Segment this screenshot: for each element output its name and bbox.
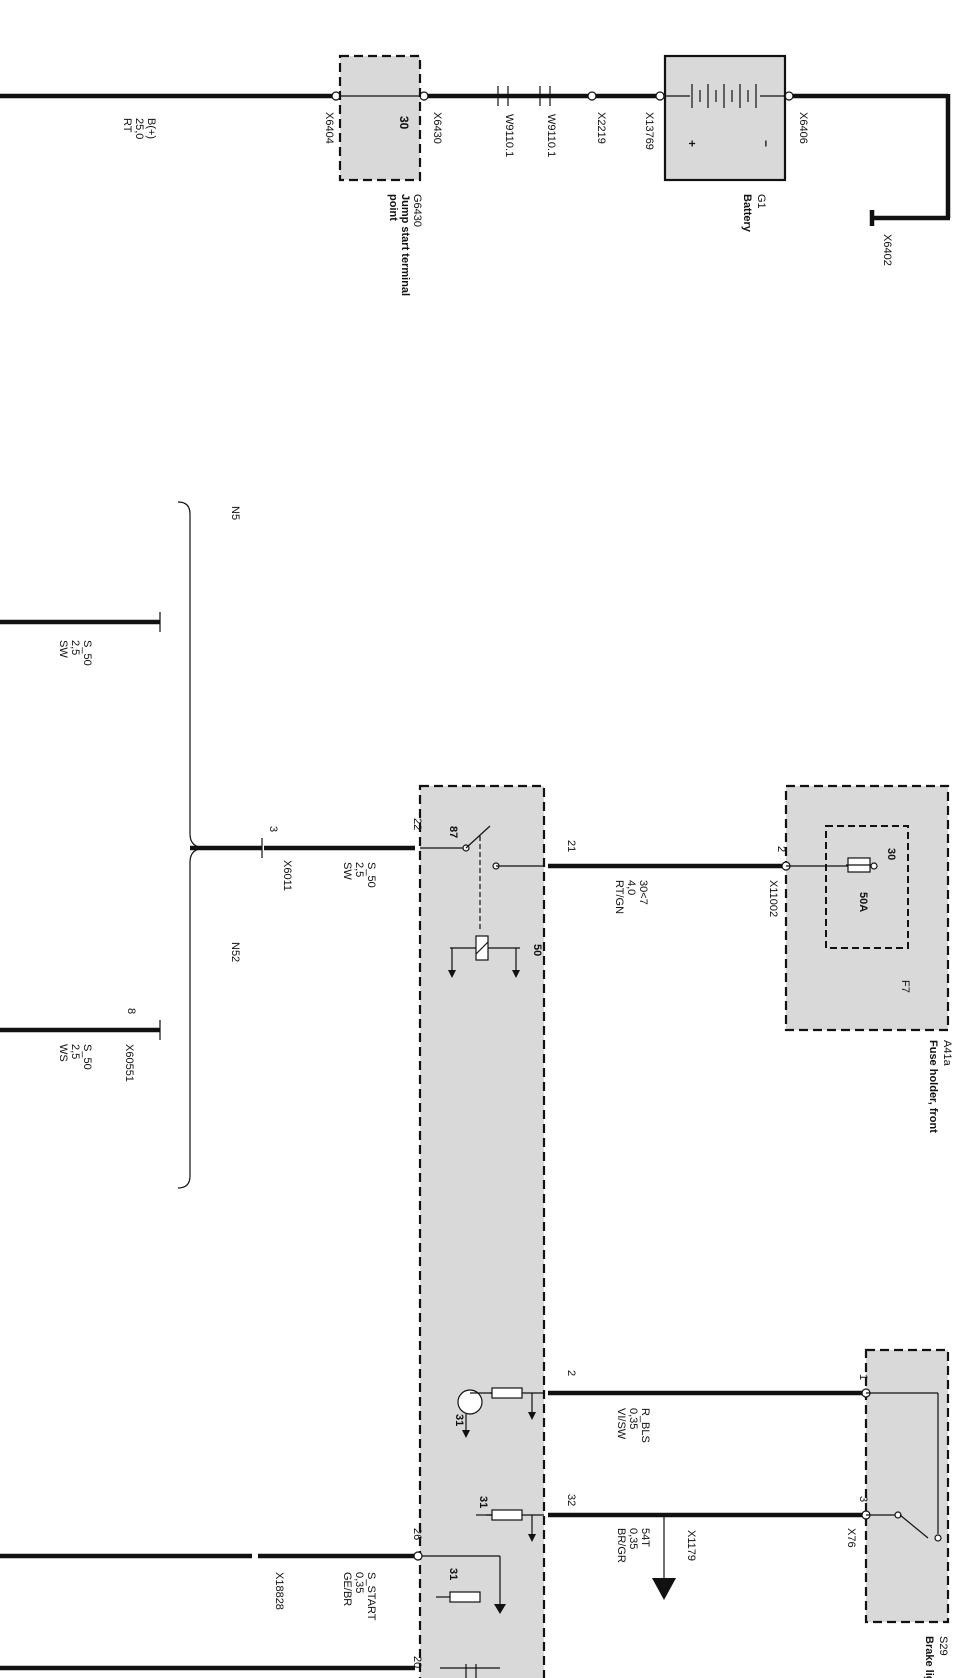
pin-87: 87 [447, 826, 459, 838]
wire-30-name: 30<7 [637, 880, 649, 905]
wire-30-color: RT/GN [613, 880, 625, 914]
battery-box [663, 54, 787, 182]
fuse-pin-2: 2 [775, 846, 787, 852]
battery-plus: + [685, 140, 699, 147]
node-x6430 [419, 91, 429, 101]
s-start-size: 0,35 [353, 1572, 365, 1593]
s50-mid-size: 2,5 [353, 862, 365, 877]
pin-31-c: 31 [447, 1568, 459, 1580]
pin-2: 2 [565, 1370, 577, 1376]
s50-low-name: S_50 [81, 1044, 93, 1070]
fuse-holder-id: A41a [941, 1040, 953, 1067]
battery-cells-icon [665, 84, 785, 108]
rbls-name: R_BLS [639, 1408, 651, 1443]
fuse-pin-30: 30 [885, 848, 897, 860]
start-output-icon [420, 1555, 506, 1614]
pin-21: 21 [565, 840, 577, 852]
s29-pin-3: 3 [857, 1496, 869, 1502]
n5-label: N5 [229, 506, 241, 520]
node-x2219 [587, 91, 597, 101]
rbls-color: VI/SW [615, 1408, 627, 1440]
pin-50: 50 [531, 944, 543, 956]
node-x13769 [655, 91, 665, 101]
battery-desc: Battery [741, 194, 753, 233]
fuse-holder-box [784, 784, 950, 1032]
wire-b-size: 25,0 [133, 118, 145, 139]
input-54t-icon [476, 1509, 544, 1542]
connector-x6402: X6402 [881, 234, 893, 266]
w54t-color: BR/GR [615, 1528, 627, 1563]
fuse-holder: 30 2 50A F7 A41a Fuse holder, front X110… [548, 784, 953, 1133]
pin-20: 20 [411, 1656, 423, 1668]
brake-switch-id: S29 [937, 1636, 949, 1656]
battery-circuit: B(+) 25,0 RT 30 X6404 X6430 W9110.1 W911… [0, 54, 951, 296]
connector-w9110-a: W9110.1 [503, 114, 515, 157]
connector-x6430: X6430 [431, 112, 443, 144]
s50-mid-color: SW [341, 862, 353, 880]
pin-31-a: 31 [453, 1414, 465, 1426]
jump-desc-1: Jump start terminal [399, 194, 411, 296]
pin-26: 26 [411, 1528, 423, 1540]
rbls-input-icon [457, 1387, 544, 1438]
battery-minus: − [759, 140, 773, 147]
rbls-size: 0,35 [627, 1408, 639, 1429]
brake-switch-desc: Brake ligh [923, 1636, 935, 1678]
connector-x76: X76 [845, 1528, 857, 1548]
s50-low-size: 2,5 [69, 1044, 81, 1059]
fuse-holder-desc: Fuse holder, front [927, 1040, 939, 1133]
control-module: 87 50 22 21 31 2 31 32 [411, 784, 577, 1678]
fuse-rating: 50A [857, 892, 869, 912]
pin-31-b: 31 [477, 1496, 489, 1508]
connector-x18828: X18828 [273, 1572, 285, 1610]
battery-id: G1 [755, 194, 767, 209]
s-start-color: GE/BR [341, 1572, 353, 1606]
pin-3: 3 [267, 826, 279, 832]
n52-label: N52 [229, 942, 241, 962]
connector-w9110-b: W9110.1 [545, 114, 557, 157]
w9110-splice [497, 86, 551, 106]
connector-x6404: X6404 [323, 112, 335, 144]
engine-harness: N5 N52 S_50 2,5 SW 3 X6011 S_50 2,5 SW 8… [0, 501, 415, 1189]
connector-x1179: X1179 [685, 1530, 697, 1561]
brake-switch-contact-icon [866, 1392, 942, 1542]
connector-x6406: X6406 [797, 112, 809, 144]
starter-relay-icon [420, 825, 544, 978]
s50-top-color: SW [57, 640, 69, 658]
pin-8: 8 [125, 1008, 137, 1014]
jump-desc-2: point [387, 194, 399, 221]
connector-x2219: X2219 [595, 112, 607, 144]
node-x6404 [331, 91, 341, 101]
w54t-size: 0,35 [627, 1528, 639, 1549]
wire-30-size: 4,0 [625, 880, 637, 895]
s50-top-name: S_50 [81, 640, 93, 666]
fuse-f7-box [825, 825, 909, 949]
connector-x60551: X60551 [123, 1044, 135, 1082]
w54t-name: 54T [639, 1528, 651, 1547]
s29-pin-1: 1 [857, 1374, 869, 1380]
brake-switch: 1 3 S29 Brake ligh X76 R_BLS 0,35 VI/SW … [548, 1348, 950, 1678]
start-wire: X18828 S_START 0,35 GE/BR [0, 1551, 423, 1671]
connector-x11002: X11002 [767, 880, 779, 917]
connector-x13769: X13769 [643, 112, 655, 150]
s-start-name: S_START [365, 1572, 377, 1621]
wire-b-name: B(+) [145, 118, 157, 139]
brake-switch-box [864, 1348, 950, 1624]
s50-low-color: WS [57, 1044, 69, 1062]
branch-arrow-icon [652, 1578, 676, 1600]
s50-top-size: 2,5 [69, 640, 81, 655]
fuse-id: F7 [899, 980, 911, 993]
jump-start-box [338, 54, 422, 182]
n52-brace [177, 501, 207, 1189]
module-box [418, 784, 546, 1678]
wire-b-color: RT [121, 118, 133, 133]
node-x6406 [784, 91, 794, 101]
pin-32: 32 [565, 1494, 577, 1506]
pin-22: 22 [411, 818, 423, 830]
s50-mid-name: S_50 [365, 862, 377, 888]
jump-pin-label: 30 [397, 116, 411, 130]
connector-x6011: X6011 [281, 860, 293, 891]
jump-id: G6430 [411, 194, 423, 227]
